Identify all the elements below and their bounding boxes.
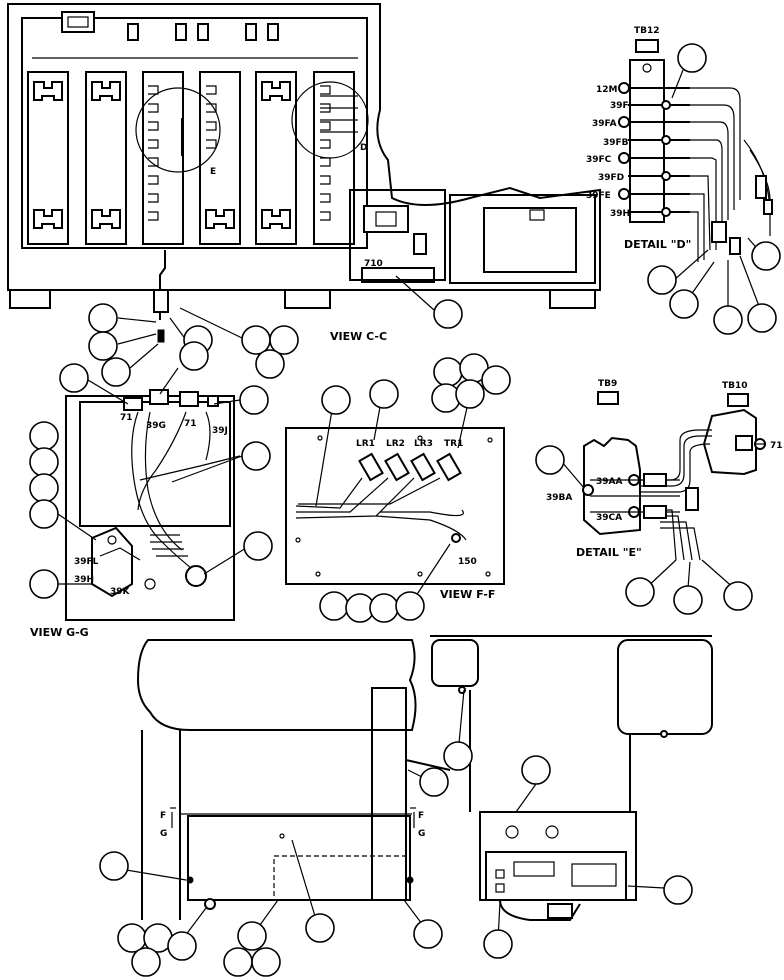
svg-text:E: E (210, 167, 216, 177)
view-ff: LR1 LR2 LR3 TR1 150 VIEW F-F (285, 353, 511, 623)
label-tb9: TB9 (598, 379, 617, 389)
label-39fa: 39FA (592, 119, 617, 129)
cabinet-view-cc: E D 710 VIEW C-C (7, 3, 601, 387)
label-tb10: TB10 (722, 381, 748, 391)
caption-view-ff: VIEW F-F (440, 588, 495, 601)
label-71-e: 71 (770, 441, 783, 451)
label-39aa: 39AA (596, 477, 622, 487)
label-tb12: TB12 (634, 26, 660, 36)
label-f-left: F (160, 811, 166, 821)
label-lr1: LR1 (356, 439, 375, 449)
label-39fl: 39FL (74, 557, 99, 567)
label-g-right: G (418, 829, 425, 839)
caption-detail-e: DETAIL "E" (576, 546, 642, 559)
label-71-a: 71 (120, 413, 133, 423)
label-39fd: 39FD (598, 173, 624, 183)
label-39f: 39F (610, 101, 629, 111)
label-g-left: G (160, 829, 167, 839)
label-150: 150 (458, 557, 477, 567)
label-39fb: 39FB (603, 138, 629, 148)
svg-text:D: D (360, 143, 367, 153)
label-39ca: 39CA (596, 513, 622, 523)
label-d: D (360, 143, 367, 153)
label-39fe: 39FE (586, 191, 611, 201)
label-39fc: 39FC (586, 155, 612, 165)
label-39h-view-g: 39H (74, 575, 94, 585)
label-39g: 39G (146, 421, 166, 431)
caption-detail-d: DETAIL "D" (624, 238, 691, 251)
detail-d: TB12 (586, 26, 781, 335)
label-39ba: 39BA (546, 493, 572, 503)
label-710: 710 (364, 259, 383, 269)
bottom-assembly: F G F G (99, 635, 713, 977)
caption-view-cc: VIEW C-C (330, 330, 387, 343)
label-71-b: 71 (184, 419, 197, 429)
detail-e: TB9 TB10 39AA 39BA 39CA 71 DETAIL "E" (535, 379, 783, 615)
label-lr2: LR2 (386, 439, 405, 449)
label-12m: 12M (596, 85, 618, 95)
label-39j: 39J (212, 426, 228, 436)
label-tr1: TR1 (444, 439, 463, 449)
view-gg: 71 39G 71 39J 39FL 39H 39K VIEW G-G (29, 341, 273, 639)
caption-view-gg: VIEW G-G (30, 626, 89, 639)
label-39h-detail-d: 39H (610, 209, 630, 219)
label-39k: 39K (110, 587, 131, 597)
label-f-right: F (418, 811, 424, 821)
label-lr3: LR3 (414, 439, 433, 449)
label-e: E (210, 167, 216, 177)
